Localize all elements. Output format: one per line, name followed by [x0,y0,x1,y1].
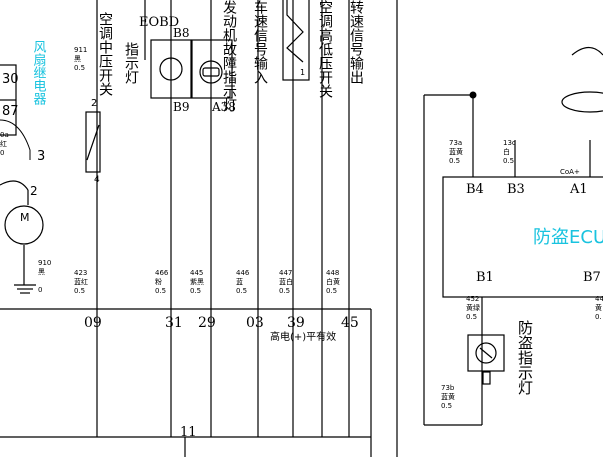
wire-452-code: 452 [466,295,479,303]
wire-5-code: 447 [279,269,292,277]
wire-6-code: 448 [326,269,339,277]
motor-label: M [20,211,30,224]
ecu-pin-39: 39 [287,315,305,331]
ecu-pin-45: 45 [341,315,359,331]
wire-73a-code: 73a [449,139,462,147]
switch-wire-size: 0.5 [74,64,85,72]
relay-pin-87: 87 [2,104,19,119]
wire-44-size: 0. [595,313,602,321]
wire-6-color: 白黄 [326,277,340,286]
high-level-note: 高电(+)平有效 [270,330,336,343]
wire-13c-color: 白 [503,147,510,156]
motor-wire-color: 黑 [38,268,45,276]
engine-fault-pin: A38 [211,100,236,114]
relay-label: 风扇继电器 [31,40,47,106]
speed-input-pin: 1 [300,68,305,77]
wire-44-color: 黄 [595,303,602,312]
speed-input-label: 车速信号输入 [252,0,268,84]
ecu-pin-29: 29 [198,315,216,331]
switch-wire-code: 911 [74,46,87,54]
eobd-label-en: EOBD [139,15,179,30]
ecu-pin-b4: B4 [466,182,484,197]
switch-label: 空调中压开关 [97,12,113,96]
relay-wire-top: 0a [0,131,9,139]
wire-1-code: 423 [74,269,87,277]
motor-pin-2: 2 [30,184,38,198]
ecu-pin-09: 09 [84,315,102,331]
hp-switch-label: 空调高低压开关 [317,0,333,98]
ecu-pins: 09 31 29 03 39 45 [84,315,359,331]
switch-pin-4: 4 [94,175,100,185]
wire-13c-size: 0.5 [503,157,514,165]
anti-theft-ecu-label: 防盗ECU [533,227,603,248]
wire-2-code: 466 [155,269,169,277]
ecu-pin-b3: B3 [507,182,525,197]
wire-73b-color: 蓝黄 [441,392,455,401]
wire-2-color: 粉 [155,277,162,286]
motor-wire-code: 910 [38,259,51,267]
wire-4-size: 0.5 [236,287,247,295]
eobd-pin-b9: B9 [173,100,189,114]
ecu-pin-a1: A1 [569,182,588,197]
wire-73b-size: 0.5 [441,402,452,410]
wire-73a-color: 蓝黄 [449,147,463,156]
relay-wire-size: 0 [0,149,4,157]
switch-pin-2: 2 [91,98,97,109]
wire-4-code: 446 [236,269,250,277]
ecu-pin-11: 11 [180,425,197,440]
wire-1-size: 0.5 [74,287,85,295]
wire-73b-code: 73b [441,384,455,392]
wire-5-color: 蓝白 [279,277,293,286]
wire-3-color: 紫黑 [190,278,204,286]
wire-4-color: 蓝 [236,277,243,286]
relay-pin-3: 3 [37,149,45,164]
wire-3-code: 445 [190,269,203,277]
relay-pin-30: 30 [2,72,19,87]
wire-73a-size: 0.5 [449,157,460,165]
switch-wire-color: 黑 [74,55,81,63]
ecu-pin-03: 03 [246,315,264,331]
eobd-pin-b8: B8 [173,26,189,40]
ecu-pin-31: 31 [165,315,183,331]
ecu-pin-b1: B1 [476,270,494,285]
wire-452-color: 黄绿 [466,303,480,312]
anti-theft-indicator-label: 防盗指示灯 [516,320,534,396]
wire-452-size: 0.5 [466,313,477,321]
wire-5-size: 0.5 [279,287,290,295]
speed-output-label: 转速信号输出 [348,0,364,84]
coil-label: CoA+ [560,168,580,176]
wire-1-color: 蓝红 [74,277,88,286]
wire-13c-code: 13c [503,139,516,147]
wire-2-size: 0.5 [155,287,166,295]
ecu-pin-b7: B7 [583,270,601,285]
junction-dot [469,91,477,99]
eobd-label-cn: 指示灯 [123,42,139,85]
engine-fault-label: 发动机故障指示灯 [221,0,237,113]
wire-3-size: 0.5 [190,287,201,295]
wire-labels: 423蓝红0.5466粉0.5445紫黑0.5446蓝0.5447蓝白0.544… [74,269,340,295]
wire-44-code: 44 [595,295,603,303]
relay-wire-color: 红 [0,139,7,148]
motor-wire-size: 0 [38,286,42,294]
wire-6-size: 0.5 [326,287,337,295]
